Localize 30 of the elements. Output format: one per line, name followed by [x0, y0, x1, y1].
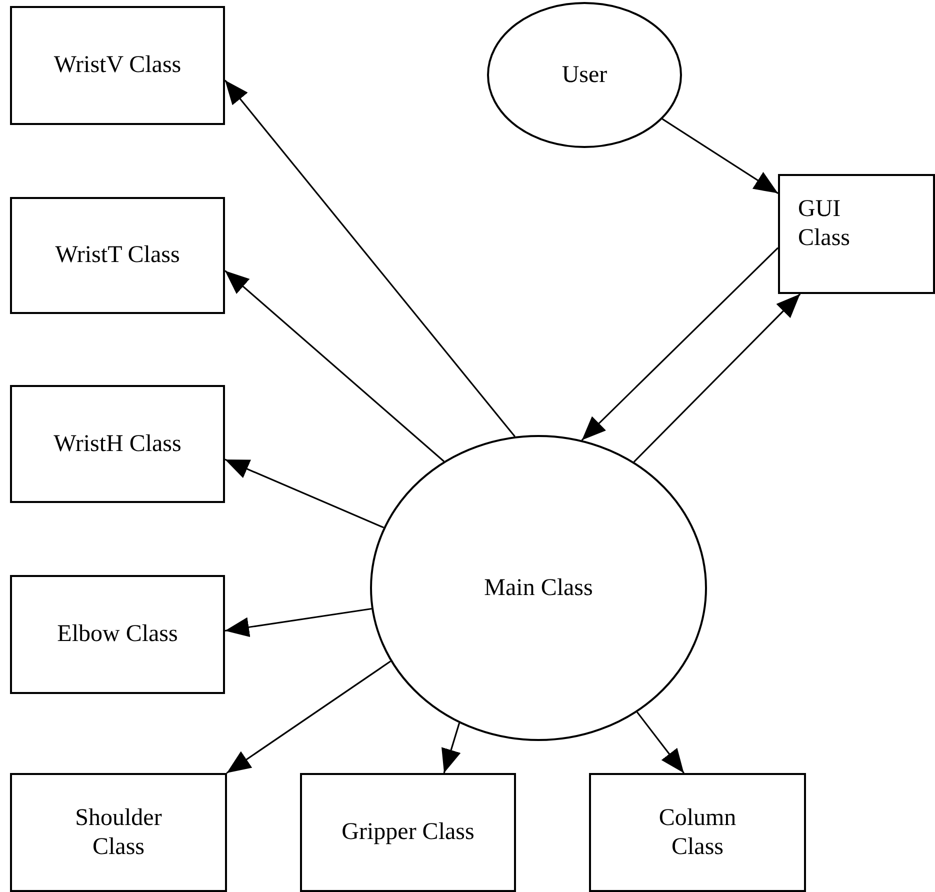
- class-label: WristV Class: [54, 51, 182, 80]
- arrow: [224, 80, 516, 438]
- arrow: [662, 118, 778, 194]
- class-label: Shoulder Class: [74, 804, 163, 862]
- class-label: Gripper Class: [342, 818, 474, 847]
- class-label: Column Class: [658, 804, 738, 862]
- class-label: Main Class: [484, 574, 593, 602]
- class-box: [10, 575, 225, 694]
- arrow: [224, 270, 444, 462]
- arrow: [633, 293, 801, 462]
- class-box: [10, 197, 225, 314]
- class-label: GUI Class: [798, 195, 852, 253]
- arrow: [224, 458, 384, 528]
- arrow: [581, 247, 779, 441]
- class-box: [589, 773, 806, 892]
- class-box: [10, 773, 227, 892]
- class-box: [778, 174, 935, 294]
- class-ellipse: [370, 435, 707, 741]
- class-label: WristH Class: [54, 430, 182, 458]
- class-box: [10, 6, 225, 125]
- arrow: [226, 660, 392, 774]
- class-ellipse: [487, 2, 682, 148]
- arrow: [224, 608, 372, 638]
- class-box: [300, 773, 516, 892]
- arrow: [636, 712, 684, 774]
- arrow: [442, 722, 461, 774]
- class-label: WristT Class: [55, 241, 180, 270]
- class-box: [10, 385, 225, 503]
- class-label: User: [562, 60, 608, 90]
- class-label: Elbow Class: [57, 620, 178, 649]
